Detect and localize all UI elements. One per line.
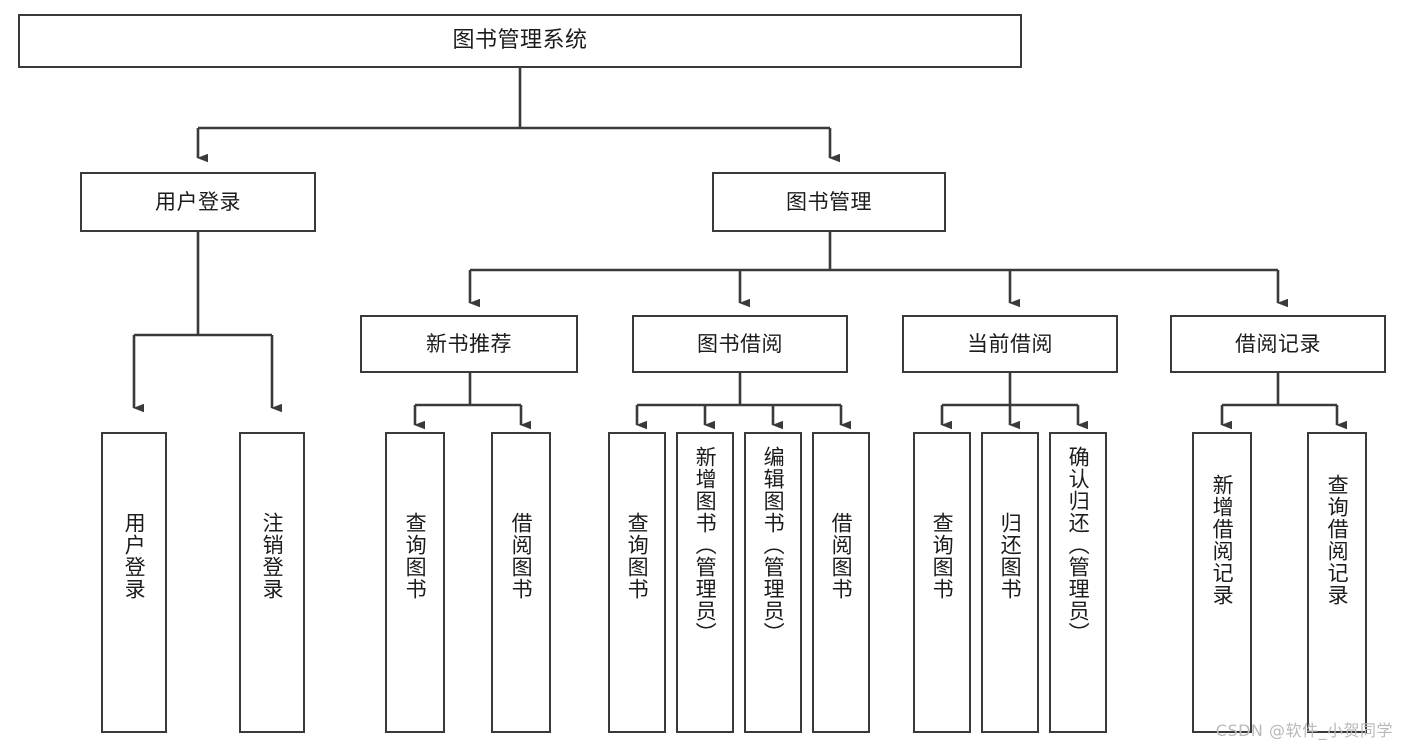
leaf-logout[interactable]: 注销登录	[239, 432, 305, 733]
node-label: 当前借阅	[967, 331, 1053, 356]
leaf-add-book-admin[interactable]: 新增图书（管理员）	[676, 432, 734, 733]
leaf-user-login[interactable]: 用户登录	[101, 432, 167, 733]
leaf-add-borrow-record[interactable]: 新增借阅记录	[1192, 432, 1252, 733]
leaf-edit-book-admin[interactable]: 编辑图书（管理员）	[744, 432, 802, 733]
node-root-system[interactable]: 图书管理系统	[18, 14, 1022, 68]
node-current-borrow[interactable]: 当前借阅	[902, 315, 1118, 373]
node-book-management[interactable]: 图书管理	[712, 172, 946, 232]
node-label: 归还图书	[998, 512, 1023, 600]
node-label: 图书管理系统	[452, 28, 588, 54]
node-user-login[interactable]: 用户登录	[80, 172, 316, 232]
leaf-borrow-book-recommend[interactable]: 借阅图书	[491, 432, 551, 733]
node-label: 查询图书	[930, 512, 955, 600]
node-label: 图书管理	[786, 189, 872, 214]
node-label: 查询图书	[403, 512, 428, 600]
node-label: 用户登录	[122, 512, 147, 600]
leaf-return-book[interactable]: 归还图书	[981, 432, 1039, 733]
node-borrow-record[interactable]: 借阅记录	[1170, 315, 1386, 373]
node-book-borrow[interactable]: 图书借阅	[632, 315, 848, 373]
leaf-borrow-book[interactable]: 借阅图书	[812, 432, 870, 733]
node-label: 注销登录	[260, 512, 285, 600]
node-label: 借阅图书	[829, 512, 854, 600]
node-label: 新增图书（管理员）	[693, 446, 718, 644]
node-new-book-recommend[interactable]: 新书推荐	[360, 315, 578, 373]
node-label: 编辑图书（管理员）	[761, 446, 786, 644]
node-label: 新增借阅记录	[1210, 474, 1235, 606]
leaf-confirm-return-admin[interactable]: 确认归还（管理员）	[1049, 432, 1107, 733]
node-label: 借阅记录	[1235, 331, 1321, 356]
node-label: 图书借阅	[697, 331, 783, 356]
leaf-query-book-recommend[interactable]: 查询图书	[385, 432, 445, 733]
node-label: 新书推荐	[426, 331, 512, 356]
node-label: 查询图书	[625, 512, 650, 600]
leaf-query-borrow-record[interactable]: 查询借阅记录	[1307, 432, 1367, 733]
node-label: 用户登录	[155, 189, 241, 214]
leaf-query-book-borrow[interactable]: 查询图书	[608, 432, 666, 733]
node-label: 查询借阅记录	[1325, 474, 1350, 606]
leaf-query-book-current[interactable]: 查询图书	[913, 432, 971, 733]
node-label: 确认归还（管理员）	[1066, 446, 1091, 644]
watermark-text: CSDN @软件_小贺同学	[1215, 721, 1393, 740]
node-label: 借阅图书	[509, 512, 534, 600]
